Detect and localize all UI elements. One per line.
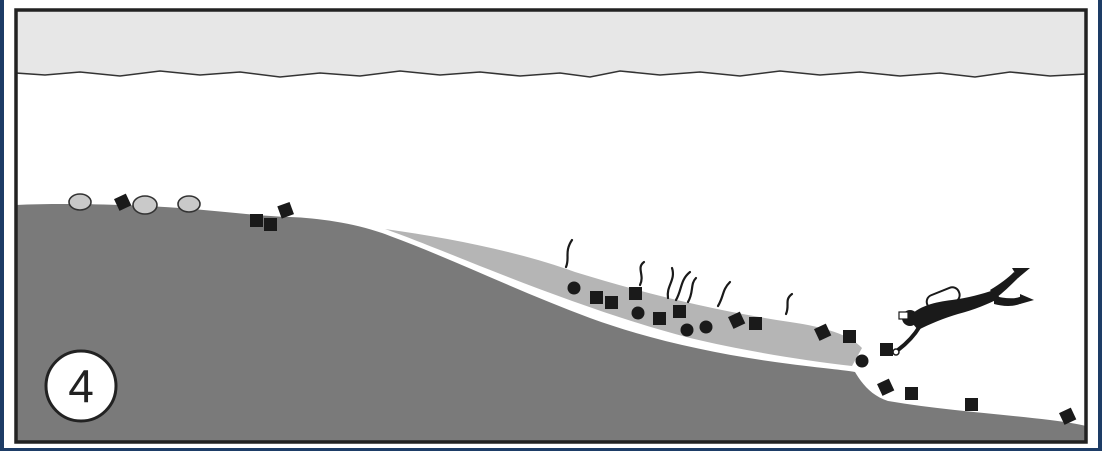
debris-ball-icon — [700, 321, 713, 334]
debris-block-icon — [673, 305, 686, 318]
step-number: 4 — [68, 360, 94, 412]
debris-block-icon — [250, 214, 263, 227]
debris-block-icon — [653, 312, 666, 325]
stone-icon — [178, 196, 200, 212]
debris-ball-icon — [568, 282, 581, 295]
debris-block-icon — [590, 291, 603, 304]
debris-block-icon — [965, 398, 978, 411]
stone-icon — [69, 194, 91, 210]
debris-block-icon — [843, 330, 856, 343]
step-number-badge: 4 — [46, 351, 116, 421]
debris-block-icon — [629, 287, 642, 300]
debris-ball-icon — [632, 307, 645, 320]
debris-ball-icon — [856, 355, 869, 368]
stone-icon — [133, 196, 157, 214]
surface-band — [16, 10, 1086, 77]
debris-block-icon — [905, 387, 918, 400]
debris-block-icon — [749, 317, 762, 330]
debris-block-icon — [605, 296, 618, 309]
debris-block-icon — [264, 218, 277, 231]
debris-block-icon — [880, 343, 893, 356]
debris-ball-icon — [681, 324, 694, 337]
